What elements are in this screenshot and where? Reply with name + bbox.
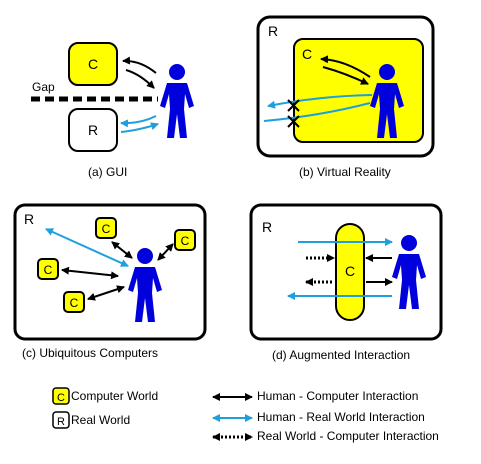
ubi-human-computer-arrow (111, 241, 133, 259)
gui-human-computer-arrow (125, 69, 155, 89)
legend-real-swatch (52, 411, 70, 429)
ubi-human-computer-arrow (157, 243, 174, 261)
legend-human-computer-text: Human - Computer Interaction (257, 389, 419, 403)
ubi-human-computer-arrow (87, 285, 125, 301)
vr-blocked-real-arrow (267, 94, 373, 109)
vr-computer-box (293, 38, 424, 143)
panel-vr: R C (256, 15, 435, 158)
vr-human-computer-arrow (320, 55, 371, 78)
vr-computer-label: C (302, 46, 312, 62)
panel-augmented: R C (249, 203, 443, 341)
gui-human-figure (160, 64, 194, 138)
aug-computer-label: C (345, 263, 355, 279)
legend-real-swatch-label: R (57, 416, 65, 428)
caption-gui: (a) GUI (88, 165, 128, 179)
legend-real-computer-text: Real World - Computer Interaction (257, 429, 439, 443)
gui-real-box (68, 108, 118, 152)
legend: C R (52, 387, 253, 441)
legend-computer-world-text: Computer World (71, 389, 159, 403)
ubi-computer-label: C (70, 296, 79, 310)
ubi-computer-label: C (102, 222, 111, 236)
aug-real-label: R (262, 219, 272, 235)
gui-human-real-arrow (120, 115, 157, 128)
gui-gap-label: Gap (32, 80, 55, 94)
gui-computer-box (68, 42, 118, 86)
vr-blocked-real-arrow (263, 102, 371, 122)
gui-real-label: R (88, 122, 98, 138)
legend-human-real-text: Human - Real World Interaction (257, 410, 425, 424)
ubi-computer-box (63, 291, 85, 313)
legend-computer-swatch-label: C (57, 392, 65, 404)
ubi-computer-box (174, 229, 196, 251)
panel-gui: C Gap R (31, 42, 194, 152)
caption-ubiquitous: (c) Ubiquitous Computers (22, 346, 159, 360)
legend-computer-swatch (52, 387, 70, 405)
ubi-computer-label: C (44, 263, 53, 277)
caption-vr: (b) Virtual Reality (299, 165, 391, 179)
gui-computer-label: C (88, 56, 98, 72)
gui-human-real-arrow (120, 122, 159, 133)
legend-real-world-text: Real World (71, 413, 131, 427)
gui-human-computer-arrow (122, 56, 157, 74)
caption-augmented: (d) Augmented Interaction (272, 348, 411, 362)
ubi-real-label: R (24, 211, 34, 227)
ubi-human-real-arrow (45, 228, 129, 267)
vr-block-cross-icon (287, 99, 300, 128)
vr-real-label: R (268, 23, 278, 39)
ubi-computer-label: C (181, 234, 190, 248)
vr-human-computer-arrow (322, 66, 369, 85)
panel-ubiquitous: R C C C C (13, 203, 207, 341)
ubi-human-computer-arrow (61, 266, 119, 280)
